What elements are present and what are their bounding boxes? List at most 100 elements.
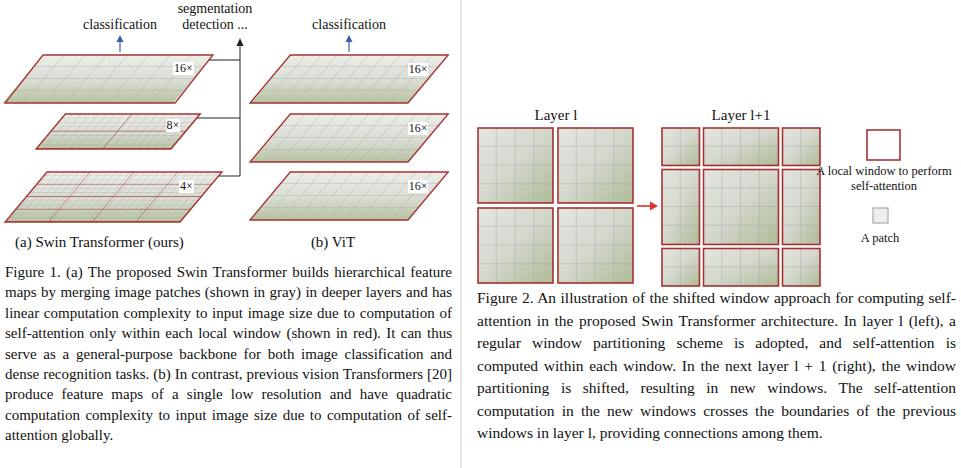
- layer-label: Layer l+1: [712, 106, 771, 124]
- window-border: [662, 249, 700, 287]
- patch-grid: [662, 249, 700, 287]
- window-grid: [36, 114, 200, 149]
- swin-feature-map: 8×: [36, 114, 200, 149]
- shift-arrow: [637, 205, 651, 207]
- window: [783, 170, 821, 245]
- feature-image: [250, 114, 448, 162]
- window-image: [662, 249, 700, 287]
- swin-feature-map: 16×: [5, 55, 213, 103]
- window-image: [558, 208, 633, 283]
- window-image: [478, 128, 553, 203]
- window-border: [36, 114, 200, 149]
- subfigure-label: (a) Swin Transformer (ours): [15, 233, 184, 251]
- patch-grid: [783, 170, 821, 245]
- patch-grid: [558, 208, 633, 283]
- window: [704, 249, 779, 287]
- window-image: [783, 249, 821, 287]
- patch-grid: [662, 128, 700, 166]
- window-image: [783, 170, 821, 245]
- patch-grid: [5, 172, 222, 222]
- patch-grid: [704, 170, 779, 245]
- feature-image: [36, 114, 200, 149]
- patch-grid: [3, 55, 213, 103]
- legend-window-sample: [867, 130, 900, 160]
- window-image: [558, 128, 633, 203]
- arrow-head: [346, 35, 353, 42]
- subfigure-label: (b) ViT: [311, 233, 355, 251]
- window: [662, 128, 700, 166]
- column-divider: [461, 0, 462, 468]
- window-border: [704, 170, 779, 245]
- arrow-head: [237, 38, 244, 46]
- patch-grid: [783, 249, 821, 287]
- feature-image: [5, 172, 222, 222]
- legend-text: A patch: [846, 231, 914, 246]
- window-border: [558, 208, 633, 283]
- output-arrow: [119, 41, 120, 52]
- figure-caption: Figure 2. An illustration of the shifted…: [477, 287, 956, 445]
- layer-label: Layer l: [535, 106, 578, 124]
- feature-map-8x: [36, 114, 200, 149]
- window-image: [783, 128, 821, 166]
- window-border: [5, 172, 222, 222]
- window-image: [704, 128, 779, 166]
- window-border: [250, 55, 448, 103]
- patch-grid: [250, 55, 448, 103]
- swin-feature-map: 4×: [5, 172, 222, 222]
- legend-patch-sample: [873, 208, 888, 223]
- scale-label: 4×: [179, 180, 194, 193]
- window: [558, 208, 633, 283]
- window-border: [5, 55, 213, 103]
- patch-grid: [478, 128, 553, 203]
- window-border: [558, 128, 633, 203]
- figure-caption: Figure 1. (a) The proposed Swin Transfor…: [5, 262, 452, 446]
- window-border: [478, 208, 553, 283]
- branch-line: [197, 45, 240, 176]
- scale-label: 8×: [166, 119, 181, 132]
- patch-grid: [662, 170, 700, 245]
- patch-grid: [478, 208, 553, 283]
- window-image: [704, 249, 779, 287]
- window-border: [662, 170, 700, 245]
- patch-grid: [704, 128, 779, 166]
- window-grid: [5, 172, 222, 222]
- patch-grid: [783, 128, 821, 166]
- window-image: [704, 170, 779, 245]
- window-image: [662, 170, 700, 245]
- output-head-label: classification: [312, 17, 386, 33]
- vit-feature-map: 16×: [250, 114, 448, 162]
- legend-text: A local window to perform self-attention: [816, 164, 952, 194]
- window: [662, 170, 700, 245]
- scale-label: 16×: [173, 62, 194, 75]
- vit-feature-map: [250, 55, 448, 103]
- arrow-head: [650, 202, 658, 211]
- window-border: [250, 172, 448, 220]
- feature-image: [3, 55, 213, 103]
- window-border: [704, 249, 779, 287]
- window-border: [704, 128, 779, 166]
- output-arrow: [348, 41, 349, 52]
- window: [478, 128, 553, 203]
- window-border: [478, 128, 553, 203]
- feature-image: [250, 172, 448, 220]
- feature-map-16x: [3, 55, 213, 103]
- window: [558, 128, 633, 203]
- patch-grid: [558, 128, 633, 203]
- feature-image: [250, 55, 448, 103]
- vit-feature-map: 16×: [250, 172, 448, 220]
- window: [478, 208, 553, 283]
- window: [662, 249, 700, 287]
- scale-label: 16×: [408, 180, 429, 193]
- vit-feature-map: [250, 114, 448, 162]
- patch-grid: [250, 114, 448, 162]
- window-border: [783, 249, 821, 287]
- window-border: [783, 170, 821, 245]
- window: [704, 128, 779, 166]
- feature-map-4x: [5, 172, 222, 222]
- window: [783, 128, 821, 166]
- patch-grid: [704, 249, 779, 287]
- window: [783, 249, 821, 287]
- window-border: [662, 128, 700, 166]
- patch-grid: [36, 114, 200, 149]
- window-image: [662, 128, 700, 166]
